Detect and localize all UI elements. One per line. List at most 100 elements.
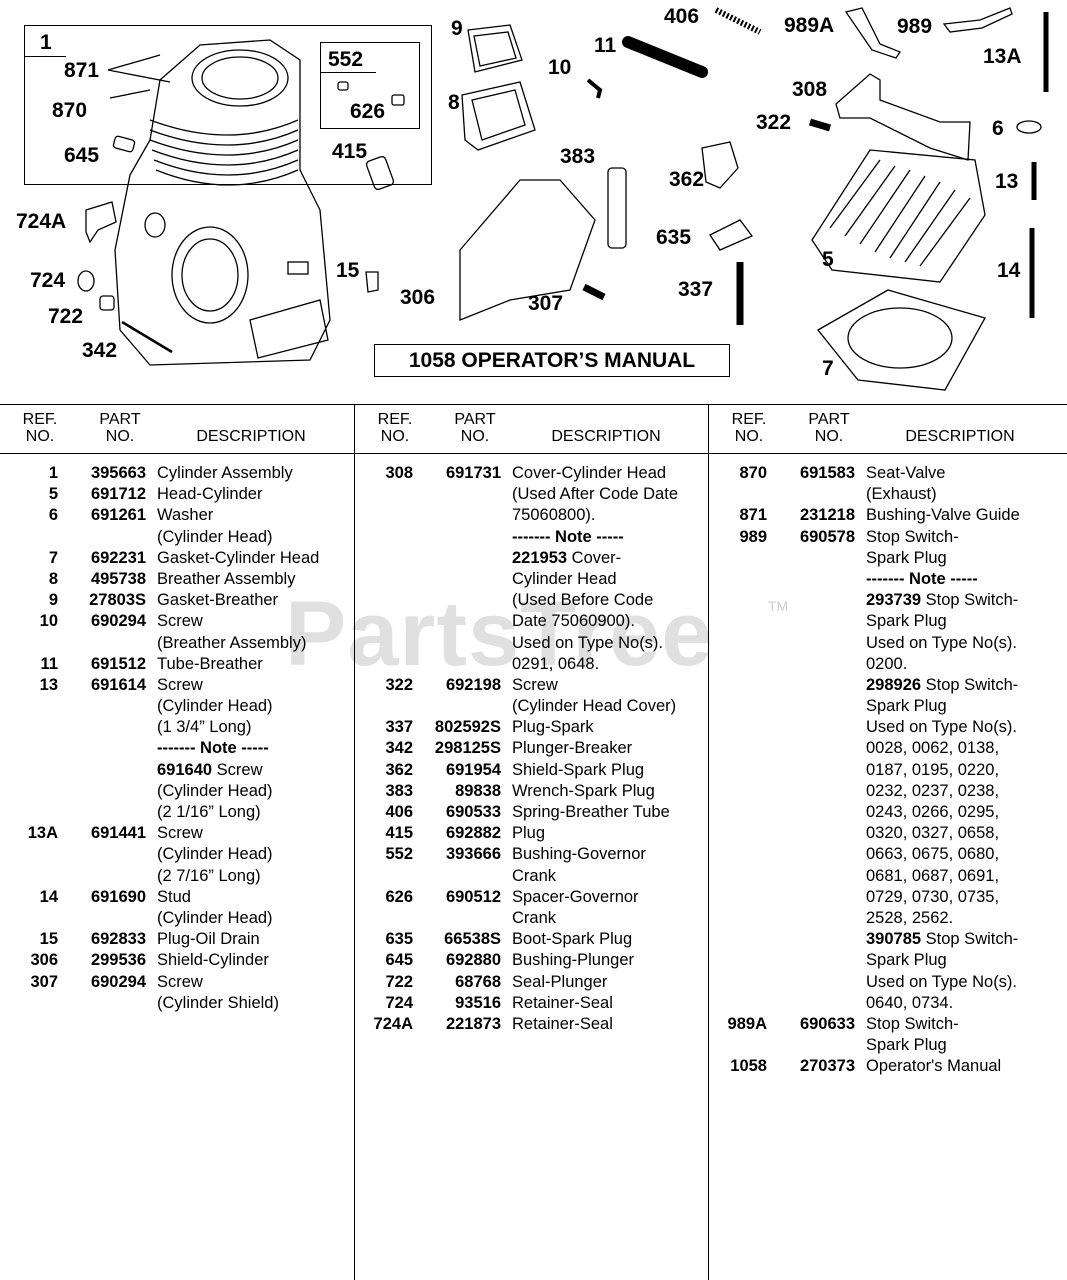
callout-989: 989 <box>897 15 933 38</box>
callout-724A: 724A <box>16 210 67 233</box>
table-row: 390785 Stop Switch- <box>709 929 1067 950</box>
table-row: 0291, 0648. <box>355 654 709 675</box>
ref-number: 337 <box>385 718 413 737</box>
part-description: Shield-Spark Plug <box>512 760 645 779</box>
part-description: Retainer-Seal <box>512 1014 613 1033</box>
part-number: 270373 <box>799 1057 855 1076</box>
part-description: 691640 Screw <box>157 760 263 781</box>
part-number: 692231 <box>90 548 146 567</box>
diagram-drawing <box>77 7 1049 391</box>
table-row: Used on Type No(s). <box>709 717 1067 738</box>
ref-number: 322 <box>385 675 413 694</box>
table-row: Used on Type No(s). <box>709 972 1067 993</box>
leader-lines-871-870 <box>107 54 171 99</box>
kit-box-tab <box>24 56 66 57</box>
table-row: 0663, 0675, 0680, <box>709 844 1067 865</box>
retainer-seal-drawing <box>85 201 117 244</box>
table-row: Spark Plug <box>709 696 1067 717</box>
part-number: 395663 <box>90 464 146 482</box>
part-description: (Cylinder Head) <box>157 527 273 546</box>
ref-number: 415 <box>385 824 413 843</box>
spark-plug-wrench-drawing <box>607 167 627 249</box>
part-description: Stop Switch- <box>866 1014 959 1033</box>
part-number: 691614 <box>90 675 146 694</box>
callout-626: 626 <box>350 100 386 123</box>
part-description: Stop Switch- <box>866 527 959 546</box>
part-description: 0187, 0195, 0220, <box>866 760 1000 779</box>
governor-kit-box <box>320 42 420 129</box>
part-description: (Cylinder Head) <box>157 697 273 716</box>
ref-number: 383 <box>385 781 413 800</box>
part-description: Washer <box>157 506 214 525</box>
table-row: 75060800). <box>355 505 709 526</box>
part-description: Used on Type No(s). <box>866 972 1018 991</box>
part-description: (2 7/16” Long) <box>157 866 261 885</box>
part-description: Screw <box>157 824 203 843</box>
ref-number: 989A <box>727 1014 767 1033</box>
callout-722: 722 <box>48 305 84 328</box>
callout-552: 552 <box>328 48 364 71</box>
part-description: Screw <box>157 675 203 694</box>
part-description: ------- Note ----- <box>157 739 269 758</box>
table-row: (Cylinder Head) <box>0 908 354 929</box>
part-description: Crank <box>512 866 557 885</box>
table-row: ------- Note ----- <box>355 527 709 548</box>
table-row: Spark Plug <box>709 611 1067 632</box>
part-number: 299536 <box>90 951 146 970</box>
watermark-trademark: TM <box>768 598 789 614</box>
ref-number: 722 <box>385 972 413 991</box>
part-description: 0681, 0687, 0691, <box>866 866 1000 885</box>
part-description: 0028, 0062, 0138, <box>866 739 1000 758</box>
part-number: 691731 <box>445 464 501 482</box>
callout-415: 415 <box>332 140 368 163</box>
table-row: 0028, 0062, 0138, <box>709 738 1067 759</box>
ref-number: 9 <box>48 591 58 610</box>
retainer-seal-ring-drawing <box>77 270 95 292</box>
cylinder-shield-drawing <box>459 179 596 321</box>
part-description: Screw <box>512 675 558 694</box>
ref-number: 989 <box>739 527 767 546</box>
breather-assembly-drawing <box>461 81 536 151</box>
part-description: (Used After Code Date <box>512 485 678 504</box>
table-row: 0729, 0730, 0735, <box>709 887 1067 908</box>
part-number: 690512 <box>445 887 501 906</box>
part-number: 298125S <box>434 739 501 758</box>
cylinder-block-drawing <box>114 39 331 366</box>
ref-number: 724A <box>373 1014 413 1033</box>
part-number: 691583 <box>799 464 855 482</box>
part-description: Retainer-Seal <box>512 993 613 1012</box>
table-row: 0232, 0237, 0238, <box>709 781 1067 802</box>
table-row: (Cylinder Shield) <box>0 993 354 1014</box>
callout-9: 9 <box>451 17 463 40</box>
ref-number: 14 <box>39 887 58 906</box>
part-description: 2528, 2562. <box>866 908 954 927</box>
table-row: Spark Plug <box>709 950 1067 971</box>
alternate-part-description: Stop Switch- <box>925 591 1019 610</box>
part-description: 0232, 0237, 0238, <box>866 781 1000 800</box>
part-description: 293739 Stop Switch- <box>866 590 1018 611</box>
table-row: 0243, 0266, 0295, <box>709 802 1067 823</box>
oil-drain-plug-drawing <box>365 271 379 293</box>
alternate-part-description: Screw <box>216 760 263 779</box>
part-description: Cover-Cylinder Head <box>512 464 667 482</box>
callout-14: 14 <box>997 259 1021 282</box>
header-ref-no: REF.NO. <box>377 411 413 445</box>
part-description: Tube-Breather <box>157 654 263 673</box>
breather-spring-drawing <box>714 7 762 35</box>
